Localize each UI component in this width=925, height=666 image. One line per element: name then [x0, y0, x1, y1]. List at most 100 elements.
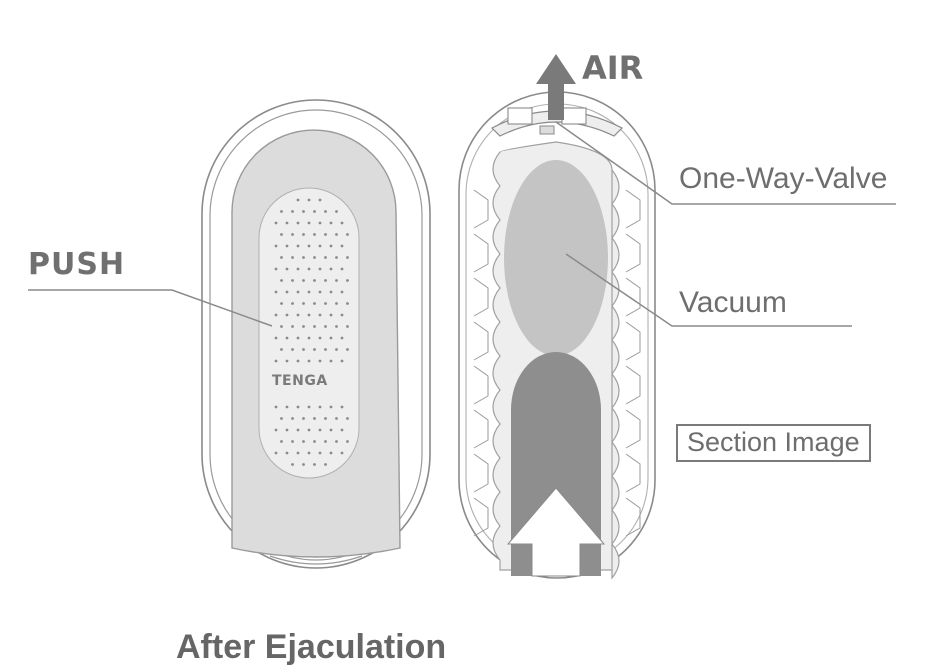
side-rib: [625, 453, 641, 493]
grip-dot: [340, 290, 344, 294]
grip-dot: [302, 417, 305, 420]
grip-dot: [280, 302, 283, 305]
grip-dots: [274, 198, 349, 466]
grip-dot: [313, 325, 316, 328]
grip-dot: [313, 302, 316, 305]
grip-dot: [318, 405, 322, 409]
side-rib: [625, 277, 641, 317]
grip-dot: [335, 348, 338, 351]
grip-dot: [291, 463, 294, 466]
diagram-art: [28, 54, 896, 580]
grip-dot: [280, 417, 283, 420]
grip-dot: [329, 428, 333, 432]
grip-dot: [285, 405, 289, 409]
device-base-shadow: [269, 555, 363, 565]
grip-dot: [291, 279, 294, 282]
grip-dot: [318, 428, 322, 432]
device-exterior: [201, 99, 431, 569]
grip-dot: [302, 302, 305, 305]
grip-dot: [335, 233, 338, 236]
grip-dot: [285, 313, 289, 317]
grip-dot: [335, 302, 338, 305]
grip-dot: [302, 256, 305, 259]
grip-dot: [274, 428, 278, 432]
grip-dot: [329, 290, 333, 294]
push-arrow-icon: [506, 487, 606, 577]
grip-dot: [302, 233, 305, 236]
grip-dot: [313, 440, 316, 443]
grip-dot: [280, 279, 283, 282]
grip-dot: [313, 233, 316, 236]
grip-dot: [274, 336, 278, 340]
valve-slot-left: [507, 107, 533, 125]
side-rib: [625, 365, 641, 405]
side-rib: [473, 497, 489, 537]
grip-dot: [280, 210, 283, 213]
grip-dot: [291, 440, 294, 443]
grip-dot: [329, 405, 333, 409]
grip-dot: [340, 267, 344, 271]
device-grip-pad: [258, 187, 360, 479]
grip-dot: [285, 359, 289, 363]
grip-dot: [285, 244, 289, 248]
grip-dot: [335, 210, 338, 213]
grip-dot: [285, 221, 289, 225]
grip-dot: [285, 336, 289, 340]
side-ribs: [473, 189, 641, 537]
air-label: AIR: [582, 49, 644, 87]
grip-dot: [307, 405, 311, 409]
grip-dot: [318, 244, 322, 248]
section-image-label: Section Image: [676, 424, 871, 462]
grip-dot: [340, 405, 344, 409]
grip-dot: [335, 279, 338, 282]
grip-dot: [291, 417, 294, 420]
grip-dot: [274, 290, 278, 294]
grip-dot: [307, 221, 311, 225]
grip-dot: [307, 198, 311, 202]
vacuum-label: Vacuum: [679, 286, 787, 319]
grip-dot: [318, 359, 322, 363]
grip-dot: [296, 428, 300, 432]
grip-dot: [335, 256, 338, 259]
grip-dot: [274, 313, 278, 317]
grip-dot: [280, 233, 283, 236]
side-rib: [473, 321, 489, 361]
grip-dot: [318, 290, 322, 294]
side-rib: [625, 497, 641, 537]
diagram-stage: PUSH AIR One-Way-Valve Vacuum Section Im…: [28, 49, 896, 664]
side-rib: [625, 321, 641, 361]
grip-dot: [302, 440, 305, 443]
grip-dot: [335, 440, 338, 443]
grip-dot: [329, 313, 333, 317]
grip-dot: [291, 302, 294, 305]
grip-dot: [313, 417, 316, 420]
grip-dot: [302, 463, 305, 466]
grip-dot: [329, 244, 333, 248]
grip-dot: [274, 244, 278, 248]
grip-dot: [329, 221, 333, 225]
grip-dot: [346, 348, 349, 351]
grip-dot: [340, 451, 344, 455]
grip-dot: [318, 313, 322, 317]
grip-dot: [313, 463, 316, 466]
grip-dot: [291, 256, 294, 259]
grip-dot: [296, 359, 300, 363]
grip-dot: [296, 198, 300, 202]
grip-dot: [296, 313, 300, 317]
grip-dot: [274, 451, 278, 455]
grip-dot: [307, 336, 311, 340]
grip-dot: [285, 267, 289, 271]
grip-dot: [307, 359, 311, 363]
grip-dot: [324, 463, 327, 466]
grip-dot: [324, 233, 327, 236]
grip-dot: [302, 325, 305, 328]
grip-dot: [280, 325, 283, 328]
air-arrow-icon: [536, 54, 576, 120]
grip-dot: [324, 256, 327, 259]
grip-dot: [324, 440, 327, 443]
grip-dot: [285, 451, 289, 455]
grip-dot: [274, 267, 278, 271]
grip-dot: [340, 428, 344, 432]
grip-dot: [324, 417, 327, 420]
grip-dot: [274, 359, 278, 363]
